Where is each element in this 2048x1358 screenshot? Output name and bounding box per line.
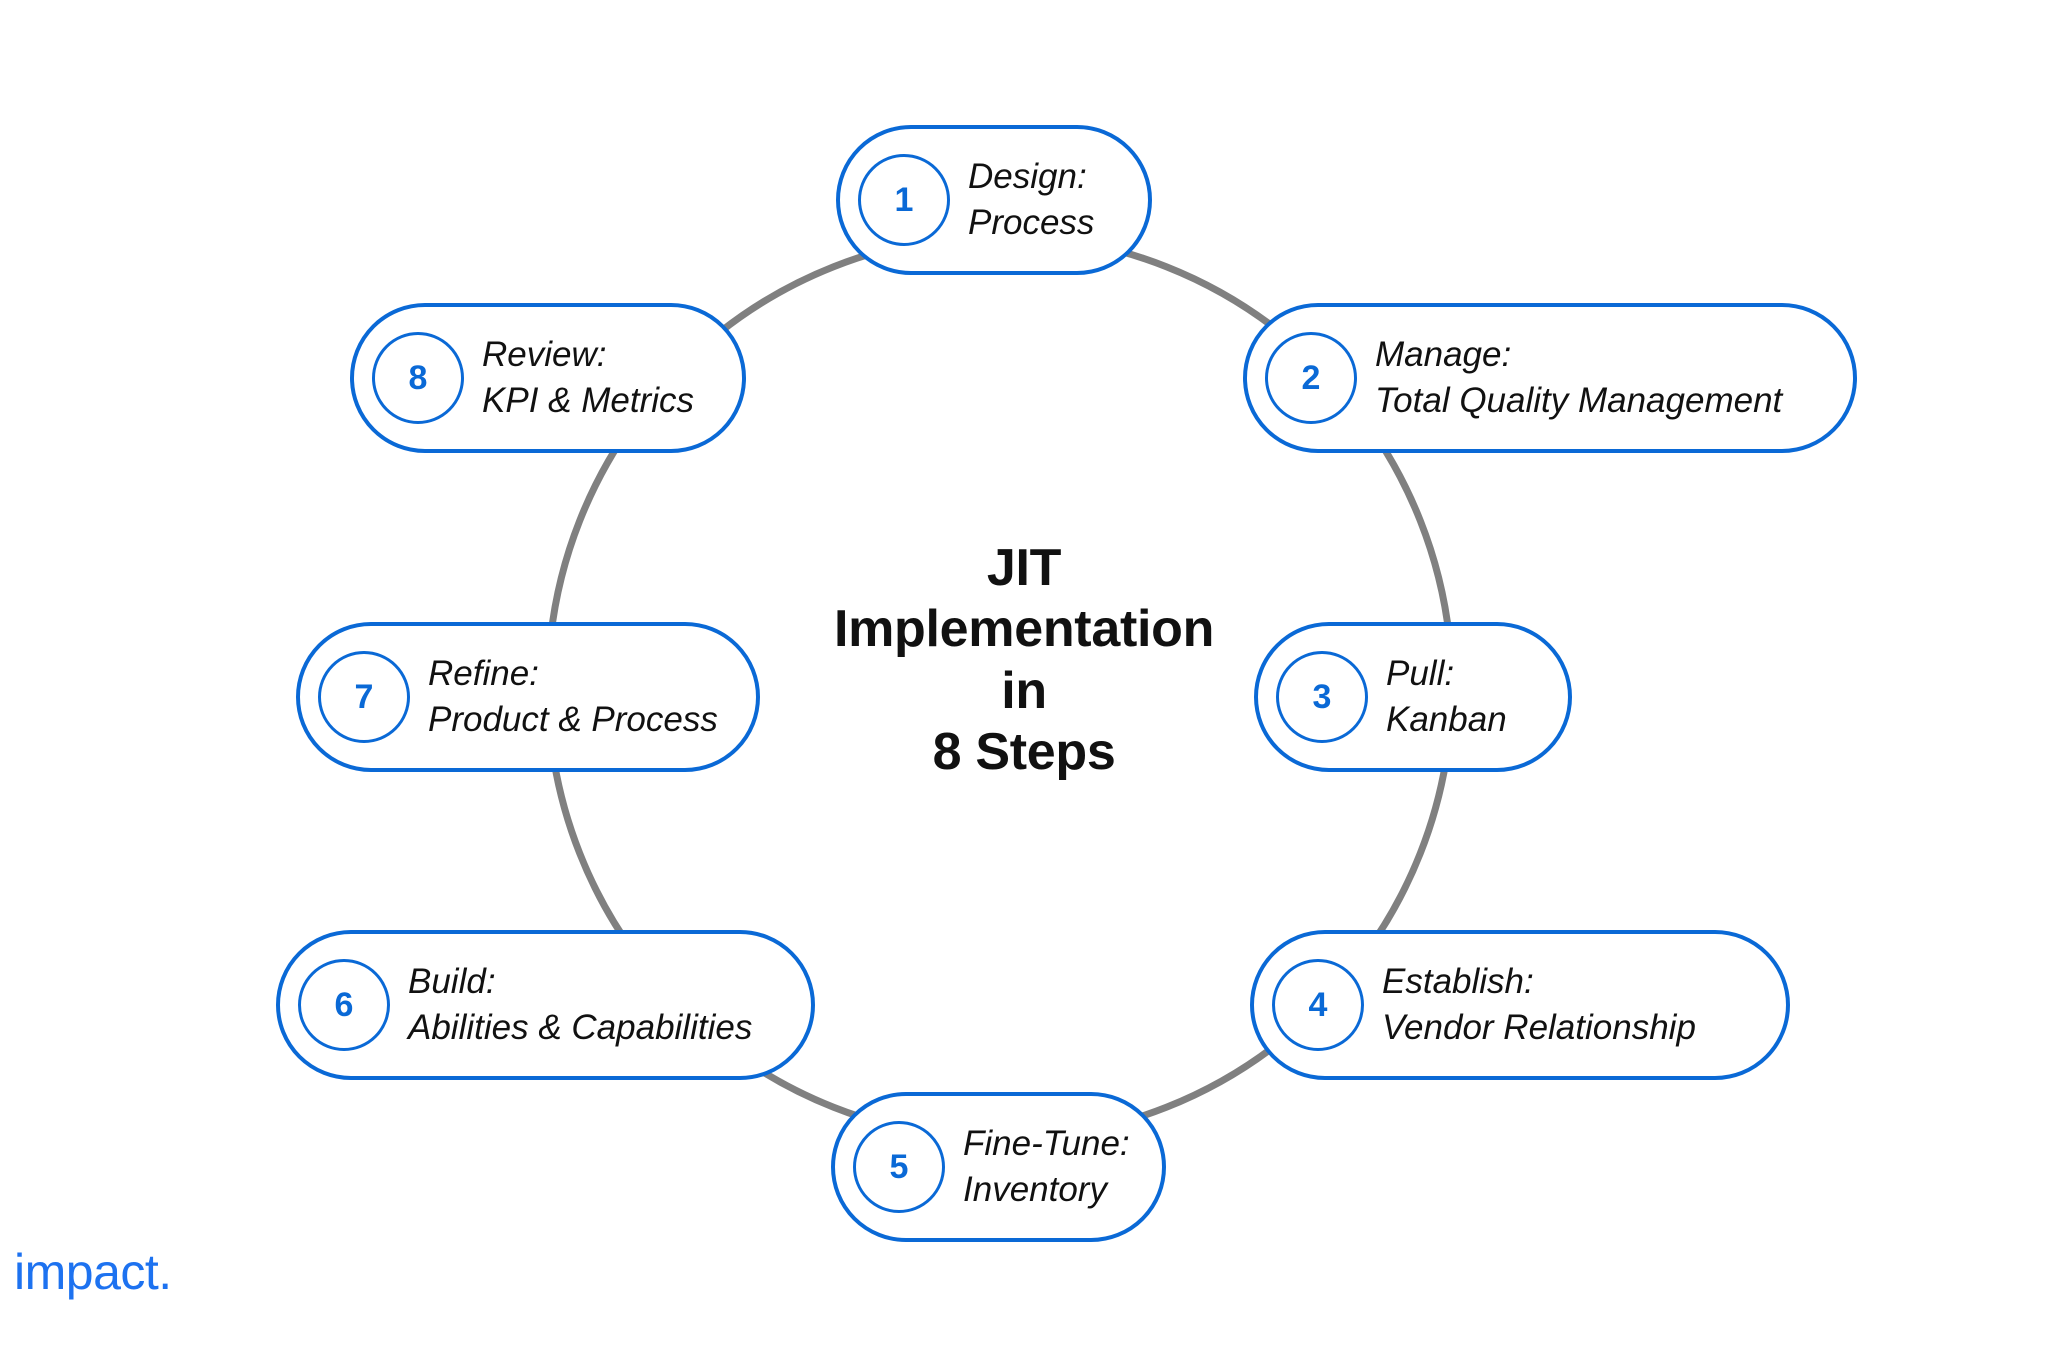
step-node-7[interactable]: 7 Refine: Product & Process <box>296 622 760 772</box>
step-label-1-line1: Design: <box>968 156 1087 196</box>
step-label-2-line2: Total Quality Management <box>1375 381 1783 420</box>
step-node-5[interactable]: 5 Fine-Tune: Inventory <box>831 1092 1166 1242</box>
step-label-4-line2: Vendor Relationship <box>1382 1008 1696 1047</box>
step-label-3: Pull: Kanban <box>1386 651 1507 743</box>
step-number-badge-4: 4 <box>1272 959 1364 1051</box>
step-label-7-line1: Refine: <box>428 653 539 693</box>
step-label-3-line1: Pull: <box>1386 653 1455 693</box>
step-label-2: Manage: Total Quality Management <box>1375 332 1782 424</box>
title-line-1: JIT <box>986 539 1062 597</box>
step-label-1-line2: Process <box>968 203 1095 242</box>
title-line-2: Implementation <box>833 600 1215 659</box>
step-node-4[interactable]: 4 Establish: Vendor Relationship <box>1250 930 1790 1080</box>
step-number-badge-2: 2 <box>1265 332 1357 424</box>
brand-logo: impact. <box>14 1244 172 1300</box>
step-number-badge-8: 8 <box>372 332 464 424</box>
step-number-badge-6: 6 <box>298 959 390 1051</box>
step-label-7-line2: Product & Process <box>428 700 718 739</box>
step-label-1: Design: Process <box>968 154 1094 246</box>
step-label-5: Fine-Tune: Inventory <box>963 1121 1130 1213</box>
step-number-badge-1: 1 <box>858 154 950 246</box>
step-node-2[interactable]: 2 Manage: Total Quality Management <box>1243 303 1857 453</box>
step-label-5-line1: Fine-Tune: <box>963 1123 1130 1163</box>
step-label-4-line1: Establish: <box>1382 961 1534 1001</box>
step-label-2-line1: Manage: <box>1375 334 1512 374</box>
step-node-8[interactable]: 8 Review: KPI & Metrics <box>350 303 746 453</box>
step-label-6-line2: Abilities & Capabilities <box>408 1008 753 1047</box>
page-title: JIT Implementation in 8 Steps <box>724 538 1324 783</box>
step-label-7: Refine: Product & Process <box>428 651 718 743</box>
title-line-3: in <box>1001 661 1047 720</box>
step-number-badge-7: 7 <box>318 651 410 743</box>
title-line-4: 8 Steps <box>932 723 1116 782</box>
step-node-6[interactable]: 6 Build: Abilities & Capabilities <box>276 930 815 1080</box>
step-number-badge-3: 3 <box>1276 651 1368 743</box>
step-label-3-line2: Kanban <box>1386 700 1507 739</box>
step-node-1[interactable]: 1 Design: Process <box>836 125 1152 275</box>
step-label-4: Establish: Vendor Relationship <box>1382 959 1696 1051</box>
step-label-6-line1: Build: <box>408 961 496 1001</box>
step-node-3[interactable]: 3 Pull: Kanban <box>1254 622 1572 772</box>
step-number-badge-5: 5 <box>853 1121 945 1213</box>
step-label-8-line1: Review: <box>482 334 607 374</box>
step-label-8-line2: KPI & Metrics <box>482 381 694 420</box>
step-label-5-line2: Inventory <box>963 1170 1107 1209</box>
step-label-6: Build: Abilities & Capabilities <box>408 959 752 1051</box>
step-label-8: Review: KPI & Metrics <box>482 332 694 424</box>
